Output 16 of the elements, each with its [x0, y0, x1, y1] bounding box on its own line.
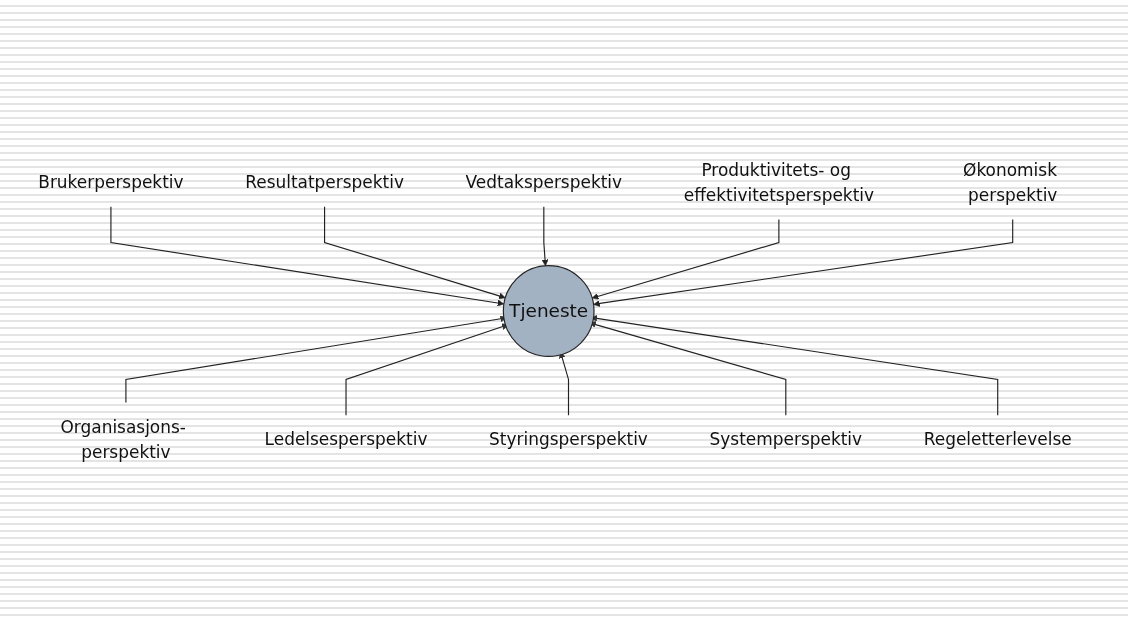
arrow: [591, 218, 780, 300]
node-text: Brukerperspektiv: [38, 172, 184, 192]
arrow: [541, 205, 549, 266]
node-text: Vedtaksperspektiv: [465, 172, 623, 192]
node-text: Økonomisk perspektiv: [963, 159, 1058, 205]
arrow: [593, 218, 1014, 307]
arrow: [324, 205, 506, 299]
node-text: Resultatperspektiv: [245, 172, 404, 192]
node-text: Ledelsesperspektiv: [264, 429, 428, 449]
arrow: [110, 205, 505, 306]
node-text: Styringsperspektiv: [489, 429, 648, 449]
node-text: Systemperspektiv: [709, 429, 863, 449]
node-circle: Tjeneste: [502, 264, 595, 357]
node-text: Produktivitets- og effektivitetsperspektiv: [683, 159, 875, 205]
node-text: Regeletterlevelse: [923, 429, 1072, 449]
node-text: Organisasjons- perspektiv: [60, 416, 186, 462]
